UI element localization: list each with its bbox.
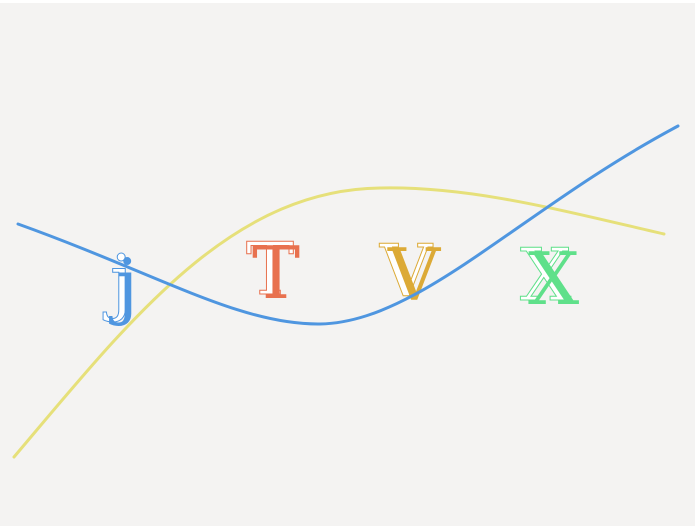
- letter-T-glyph: T: [252, 231, 300, 315]
- letter-j: j j: [103, 239, 139, 328]
- letter-X-outline: X: [520, 233, 571, 317]
- letter-X-glyph: X: [528, 237, 579, 321]
- yellow-curve: [12, 186, 666, 459]
- canvas-background: [0, 3, 695, 526]
- letter-T-outline: T: [246, 227, 294, 311]
- letter-X: X X: [520, 233, 580, 322]
- letter-T: T T: [246, 227, 301, 316]
- letter-V: V V: [379, 229, 443, 318]
- blue-curve: [16, 124, 680, 326]
